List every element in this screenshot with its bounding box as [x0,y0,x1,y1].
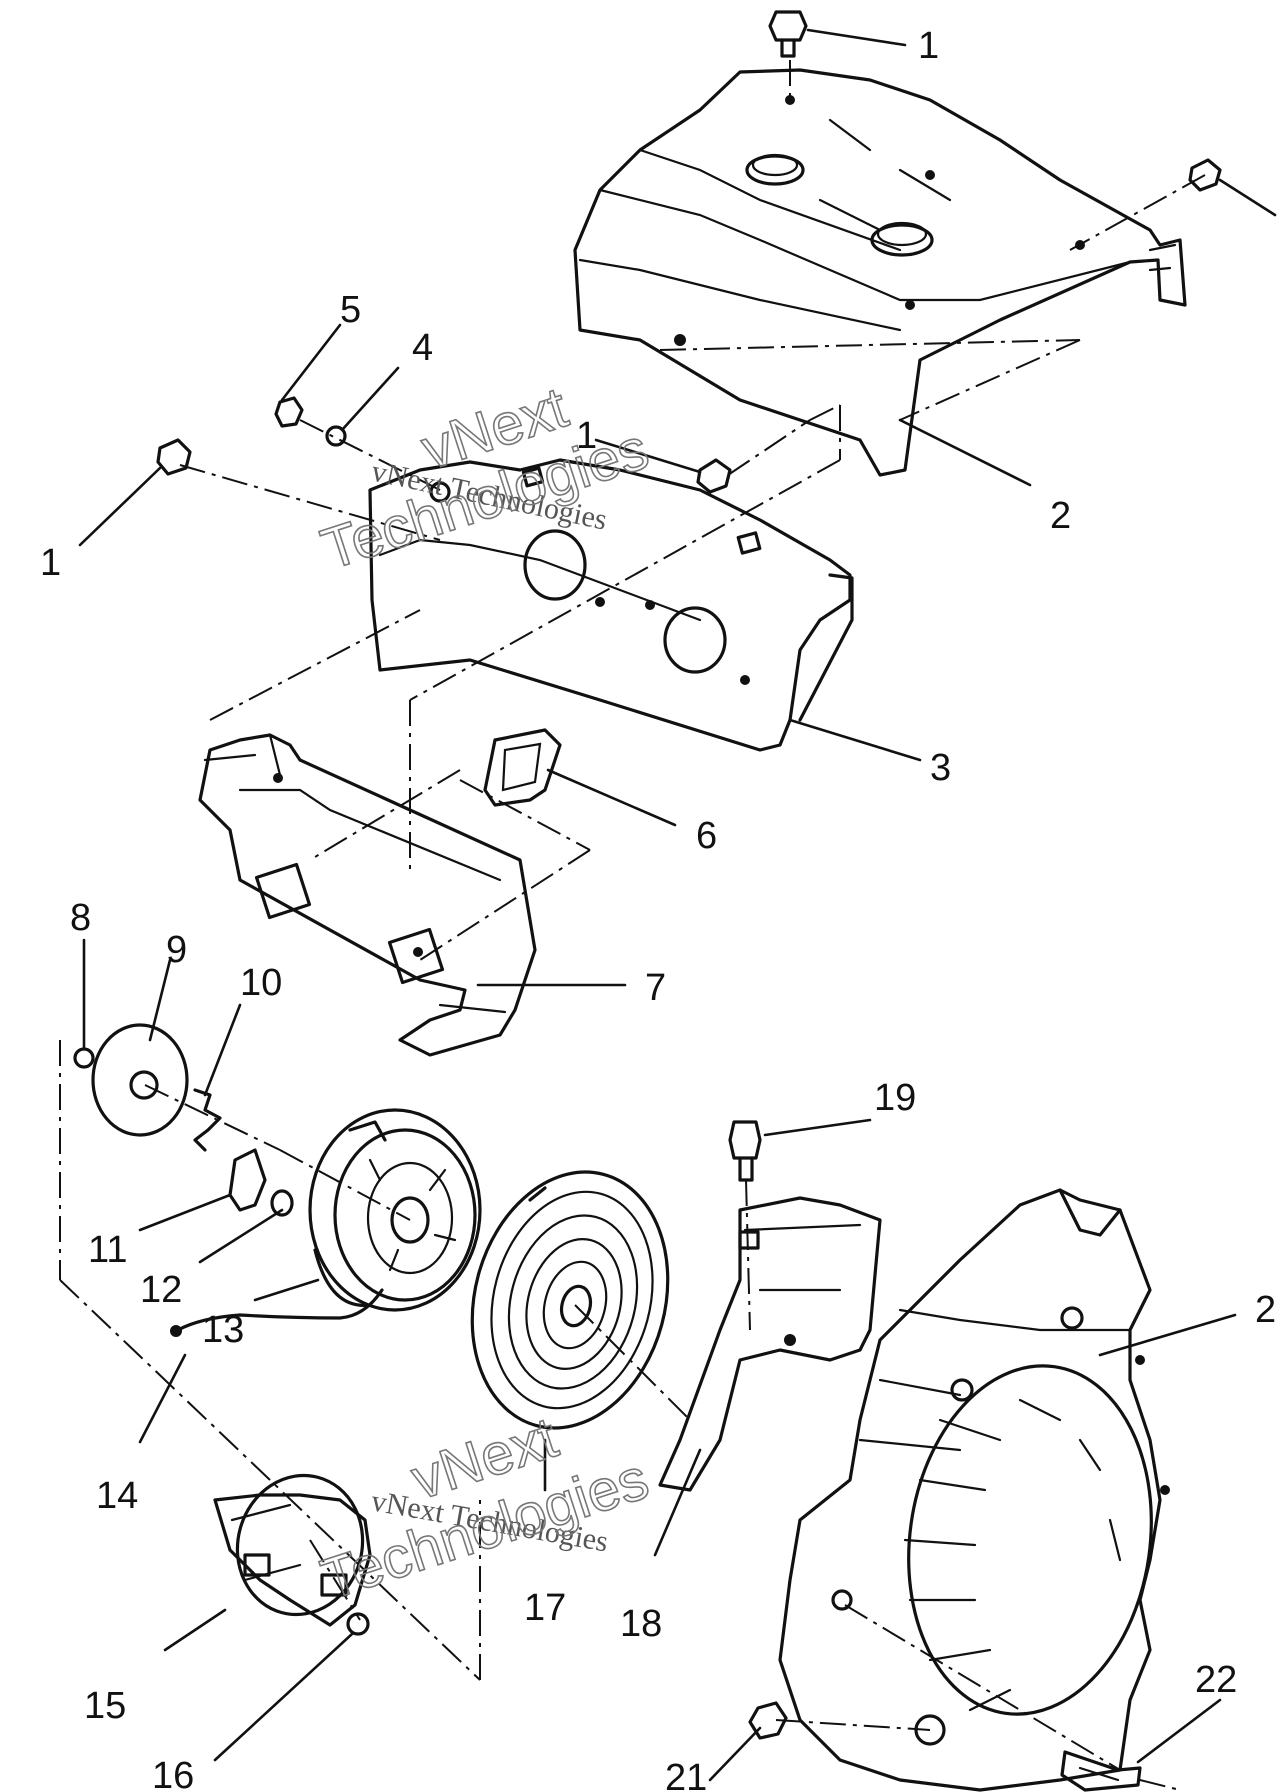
callout-17: 17 [524,1587,566,1629]
guide-bracket-part [658,1196,882,1492]
callout-16: 16 [152,1755,194,1792]
callout-19: 19 [874,1077,916,1119]
callout-14: 14 [96,1475,138,1517]
bolt-1-left-part [156,438,192,476]
leader-lines [78,28,1277,1782]
callout-1-top: 1 [918,25,939,67]
callout-3: 3 [930,747,951,789]
watermark-bottom: vNext Technologies vNext Technologies [313,1404,657,1613]
callout-22: 22 [1195,1659,1237,1701]
callout-5: 5 [340,289,361,331]
bolt-19-part [728,1120,762,1182]
gasket-part [483,728,562,807]
callout-12: 12 [140,1269,182,1311]
callout-21: 21 [665,1757,707,1792]
pin-part [270,1189,294,1217]
recoil-nut-part [73,1047,95,1069]
ratchet-part [228,1148,267,1212]
bolt-1-right-part [1188,158,1222,192]
callouts: 1 1 1 2 2 3 4 5 6 7 8 9 10 11 12 13 14 1… [40,25,1276,1792]
baffle-plate-part [368,458,854,752]
callout-6: 6 [696,815,717,857]
callout-1-left: 1 [40,542,61,584]
callout-15: 15 [84,1685,126,1727]
clip-22-part [1060,1750,1142,1792]
washer-4-part [325,425,347,447]
starter-rope-part [170,1288,384,1337]
callout-2-shroud: 2 [1050,495,1071,537]
bolt-1-top-part [768,10,808,58]
top-shroud-part [573,68,1187,477]
callout-1-mid: 1 [576,415,597,457]
starter-cup-part [213,1473,372,1627]
cup-screw-part [346,1612,370,1636]
callout-11: 11 [88,1229,127,1271]
recoil-spring-part [470,1170,670,1430]
friction-washer-part [91,1023,189,1137]
callout-4: 4 [412,327,433,369]
callout-7: 7 [645,967,666,1009]
callout-13: 13 [202,1309,244,1351]
callout-2-fan: 2 [1255,1289,1276,1331]
fan-housing-part [778,1188,1170,1792]
bolt-21-part [748,1701,788,1740]
callout-10: 10 [240,962,282,1004]
spring-clip-part [193,1088,222,1152]
pulley-part [308,1108,482,1312]
bracket-part [198,733,537,1057]
callout-9: 9 [166,929,187,971]
assembly-lines [59,60,1206,1791]
callout-8: 8 [70,897,91,939]
callout-18: 18 [620,1603,662,1645]
nut-5-part [274,396,304,428]
bolt-1-mid-part [696,458,732,494]
